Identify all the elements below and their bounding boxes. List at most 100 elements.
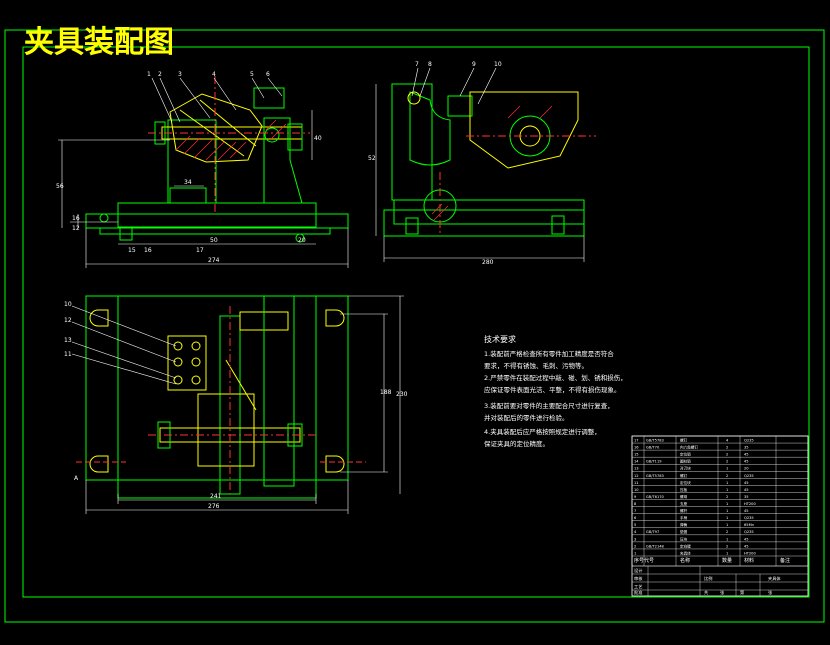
top-balloon-13: 13 — [64, 337, 72, 344]
front-dim-inner: 50 — [210, 237, 218, 244]
front-pin-right — [295, 233, 305, 243]
tb-design: 设计 — [634, 567, 642, 574]
bom-cell: 对刀块 — [680, 466, 691, 471]
front-leaders — [151, 77, 283, 123]
side-base-foot — [383, 209, 585, 237]
title-block — [632, 565, 808, 596]
front-balloon-labels: 1 2 3 4 5 6 274 50 56 34 20 40 16 12 15 … — [56, 71, 322, 264]
side-balloon-10: 10 — [494, 61, 502, 68]
front-base-plate — [117, 202, 317, 228]
front-dim-overall: 274 — [208, 257, 220, 264]
bom-cell: 螺钉 — [680, 473, 688, 478]
bom-header-no: 序号 — [634, 557, 644, 564]
front-dim-bottom: 20 — [298, 237, 306, 244]
bom-cell: 10 — [634, 488, 639, 492]
bom-cell: 3 — [634, 537, 636, 541]
bom-cell: 12 — [634, 474, 639, 478]
front-dim-left-1: 16 — [72, 215, 80, 222]
top-dim-outer-width: 276 — [208, 503, 220, 510]
top-diag-arm — [225, 359, 257, 411]
front-dim-height: 56 — [56, 183, 64, 190]
bom-cell: Q235 — [744, 530, 754, 534]
side-bolt-left — [405, 217, 419, 235]
front-base-foot — [99, 227, 331, 235]
bom-cell: GB/T2148 — [646, 544, 665, 548]
notes-line-7: 4.夹具装配后应严格按照规定进行调整， — [484, 427, 601, 436]
tb-approve: 批准 — [634, 589, 642, 596]
front-hatching — [175, 119, 287, 161]
bom-cell: 2 — [726, 460, 728, 464]
front-right-nut — [287, 123, 303, 151]
bom-cell: GB/T6170 — [646, 495, 665, 499]
bom-cell: Q235 — [744, 438, 754, 442]
side-bolt-right — [551, 215, 565, 235]
notes-heading: 技术要求 — [484, 334, 516, 344]
bom-cell: 支座 — [680, 501, 688, 506]
bom-cell: 2 — [726, 530, 728, 534]
top-setter-block — [167, 335, 207, 391]
bom-cell: 4 — [634, 530, 637, 534]
front-right-upright — [263, 117, 303, 204]
front-lower-label-2: 16 — [144, 247, 152, 254]
bom-cell: 手柄 — [680, 515, 688, 520]
tb-scale: 比例 — [704, 575, 712, 582]
side-v-block — [409, 91, 451, 166]
bom-cell: 压板 — [680, 487, 688, 492]
bom-cell: Q235 — [744, 474, 754, 478]
drawing-title: 夹具装配图 — [24, 25, 174, 60]
bom-cell: HT200 — [744, 551, 756, 555]
bom-cell: 20 — [744, 467, 749, 471]
top-setter-bolts — [173, 341, 201, 385]
bom-cell: 14 — [634, 460, 639, 464]
notes-line-8: 保证夹具的定位精度。 — [484, 439, 549, 448]
bom-cell: 1 — [726, 523, 728, 527]
top-leaders — [71, 305, 177, 385]
bom-cell: 内六角螺钉 — [680, 445, 698, 450]
top-balloon-labels: 10 12 13 11 276 241 230 188 A — [64, 301, 408, 510]
bom-cell: 1 — [726, 516, 728, 520]
bom-cell: 螺母 — [680, 494, 688, 499]
bom-cell: 1 — [726, 467, 728, 471]
bom-cell: 2 — [634, 544, 636, 548]
front-view — [58, 76, 349, 268]
bom-header: 序号 代号 名称 数量 材料 备注 — [634, 557, 790, 564]
bom-cell: 定位块 — [680, 480, 691, 485]
side-dim-width: 280 — [482, 259, 494, 266]
front-balloon-6: 6 — [266, 71, 270, 78]
top-section-label: A — [74, 475, 79, 482]
top-inner-plate — [117, 295, 317, 499]
side-view — [375, 67, 596, 262]
bom-cell: 垫圈 — [680, 529, 688, 534]
bom-header-name: 名称 — [680, 557, 690, 564]
front-dim-right: 40 — [314, 135, 322, 142]
tb-review: 审核 — [634, 575, 643, 582]
side-balloon-9: 9 — [472, 61, 476, 68]
bom-cell: 2 — [726, 544, 728, 548]
notes-line-3: 2.严禁零件在装配过程中敲、碰、划、锈和损伤， — [484, 373, 627, 382]
bom-header-remark: 备注 — [780, 557, 790, 564]
top-balloon-10: 10 — [64, 301, 72, 308]
tb-sheet-2: 张 — [768, 589, 773, 596]
bom-cell: 1 — [726, 509, 728, 513]
bom-cell: 45 — [744, 481, 749, 485]
side-balloon-7: 7 — [415, 61, 419, 68]
bom-cell: 1 — [726, 551, 728, 555]
side-balloon-labels: 7 8 9 10 280 52 — [368, 61, 502, 266]
bom-cell: 1 — [726, 502, 728, 506]
outer-frame — [4, 29, 825, 623]
front-dimensions — [58, 110, 349, 268]
top-dim-inner-height: 188 — [380, 389, 392, 396]
bom-cell: 4 — [726, 438, 729, 442]
front-clamp-line-2 — [199, 99, 257, 147]
bom-cell: GB/T5783 — [646, 438, 664, 442]
bom-header-code: 代号 — [644, 557, 654, 564]
bom-cell: 2 — [726, 495, 728, 499]
side-dim-height: 52 — [368, 155, 376, 162]
bom-cell: 65Mn — [744, 523, 754, 527]
bom-header-qty: 数量 — [722, 557, 732, 564]
notes-line-2: 要求，不得有锈蚀、毛刺、污物等。 — [484, 361, 588, 370]
bom-cell: 45 — [744, 488, 749, 492]
